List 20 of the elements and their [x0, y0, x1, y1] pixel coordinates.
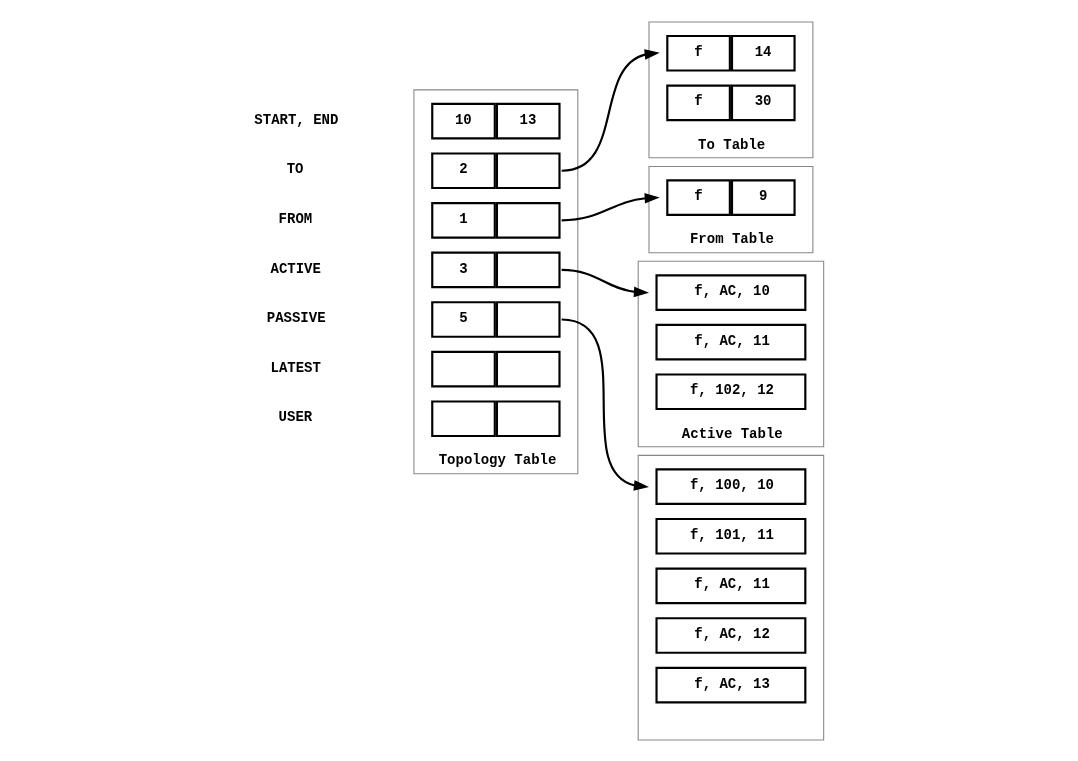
node-box: f, AC, 12: [655, 616, 807, 654]
node-box: f, AC, 13: [655, 666, 807, 703]
label: START, END: [254, 111, 339, 128]
arrow: [561, 268, 649, 297]
node-box: f, AC, 10: [655, 273, 807, 311]
node-box: f, AC, 11: [655, 323, 807, 360]
node-box: f, 100, 10: [655, 467, 807, 505]
cluster: [637, 454, 825, 741]
arrow: [561, 192, 660, 221]
label: PASSIVE: [266, 309, 326, 326]
node-box: f, 102, 12: [655, 372, 807, 410]
label: LATEST: [270, 359, 321, 376]
label: USER: [278, 408, 313, 425]
node-box: f, AC, 11: [655, 567, 807, 604]
node-box: f, 101, 11: [655, 517, 807, 555]
label: ACTIVE: [270, 260, 321, 277]
label: TO: [286, 160, 304, 177]
arrow: [561, 48, 660, 172]
arrow: [561, 317, 649, 491]
label: FROM: [278, 210, 313, 227]
